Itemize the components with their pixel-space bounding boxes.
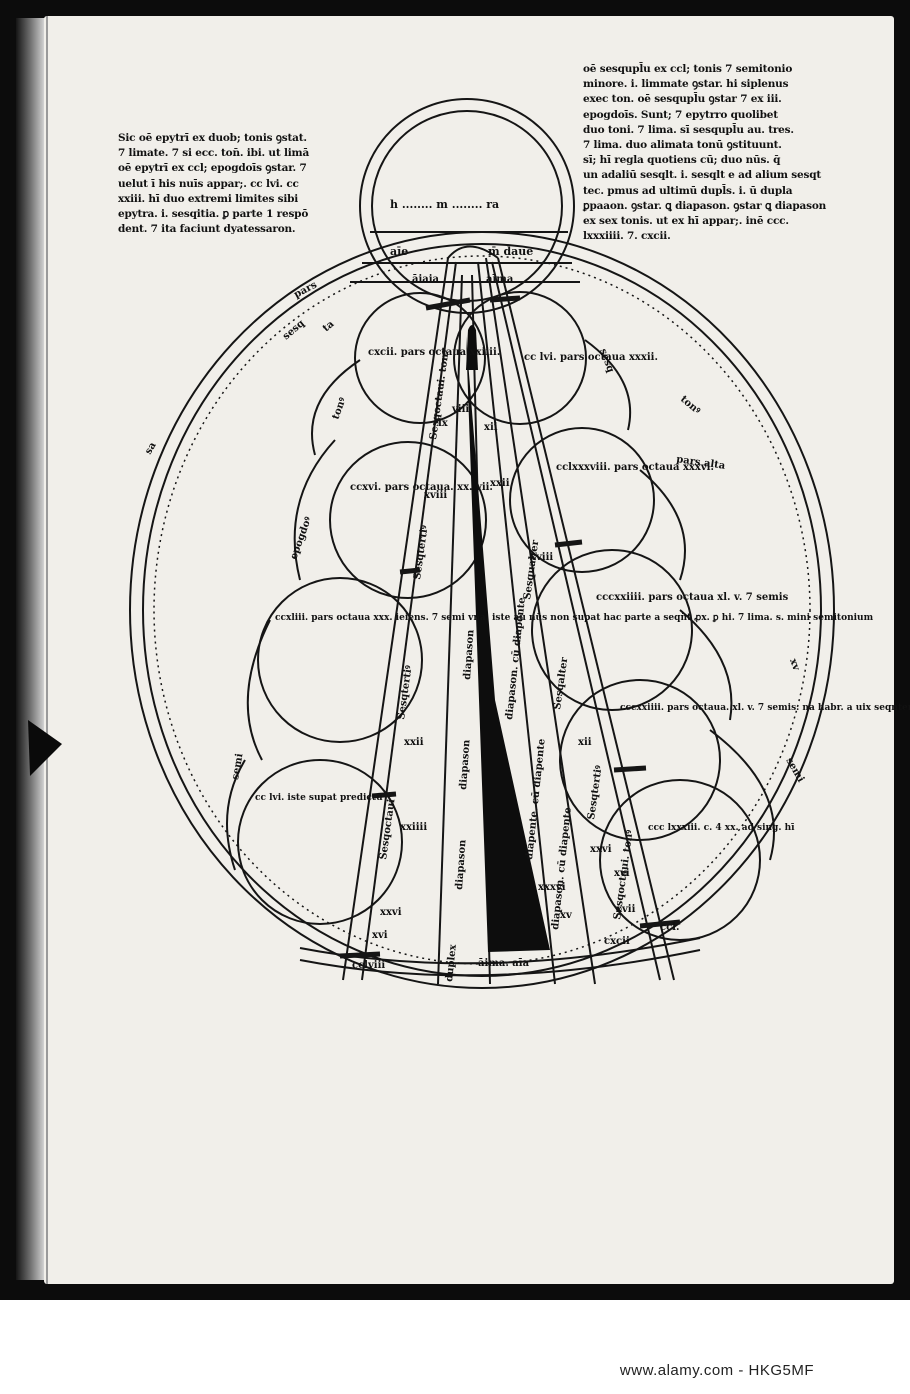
manuscript-photo: Sic oē epytrī ex duob; tonis ꝯstat. 7 li…: [0, 0, 910, 1300]
part-label-9: ccc lxxxiii. c. 4 xx. ad sing. hī: [648, 823, 795, 833]
arc-word-11: tonꝰ: [678, 394, 702, 417]
watermark-text: www.alamy.com - HKG5MF: [619, 1362, 814, 1379]
inner-left-label: āiaia: [412, 274, 440, 285]
part-label-1: cxcii. pars octaua xxiiii.: [368, 347, 500, 358]
left-gloss-text: Sic oē epytrī ex duob; tonis ꝯstat. 7 li…: [118, 132, 310, 236]
right-gloss-text: oē sesqupl̄u ex ccl; tonis 7 semitonio m…: [583, 63, 827, 243]
arc-word-6: semi: [230, 752, 245, 780]
column-label-5: Sesqualter: [522, 539, 541, 601]
arc-word-2: sesq: [281, 318, 307, 342]
arc-word-12: xv: [787, 657, 802, 673]
arc-word-4: epogdoꝰ: [288, 515, 314, 561]
bottom-left-label: duplex: [444, 943, 459, 982]
part-label-7: cc lvi. iste supat predictū: [255, 793, 383, 803]
numeral-10: xxvi: [380, 907, 402, 918]
column-label-7: Sesqtertiꝰ: [586, 765, 605, 821]
column-label-6: Sesqalter: [552, 656, 570, 710]
column-label-3: Sesqtertiꝰ: [396, 665, 415, 721]
part-label-2: cc lvi. pars octaua xxxii.: [524, 352, 658, 363]
bottom-far-right-label: ccl.: [660, 922, 679, 933]
numeral-4: xviii: [424, 490, 447, 501]
part-label-8: cccxxiiii. pars octaua. xl. v. 7 semis. …: [620, 703, 910, 713]
part-label-3: ccxvi. pars octaua. xx. vii.: [350, 482, 493, 493]
harmonic-diagram: h ........ m ........ ra aīe m̄ daue āia…: [129, 98, 910, 989]
center-label-5: diapente. cū diapente: [524, 738, 548, 860]
arc-word-3: tonꝰ: [330, 396, 348, 421]
book-gutter: [16, 18, 46, 1280]
part-label-4: cclxxxviii. pars octaua xxxvi.: [556, 462, 714, 473]
manuscript-page: [44, 16, 894, 1284]
column-label-2: Sesqtertiꝰ: [412, 525, 431, 581]
black-wedge: [466, 336, 550, 952]
center-label-1: diapason: [462, 629, 477, 681]
numeral-5: xviii: [530, 552, 553, 563]
part-label-5: ccxliii. pars octaua xxx. ieiens. 7 semi…: [275, 613, 874, 623]
anima-left-label: aīe: [390, 245, 408, 258]
numeral-6: xxii: [490, 478, 510, 489]
bottom-right-label: cxcii: [604, 936, 630, 947]
part-label-6: cccxxiiii. pars octaua xl. v. 7 semis: [596, 592, 789, 603]
numeral-8: xii: [578, 737, 592, 748]
numeral-9: xxiiii: [400, 822, 427, 833]
numeral-15: xvii: [616, 904, 636, 915]
anima-right-label: m̄ daue: [488, 245, 533, 258]
numeral-7: xxii: [404, 737, 424, 748]
center-label-3: diapason: [454, 839, 469, 891]
numeral-1: ix: [438, 418, 449, 429]
watermark-strip: [0, 1300, 910, 1390]
numeral-2: xii: [484, 422, 498, 433]
numeral-11: xxxvi: [538, 882, 566, 893]
bottom-far-left-label: cclviii: [352, 960, 385, 971]
top-label: h ........ m ........ ra: [390, 198, 499, 211]
arc-word-10: ta: [321, 318, 337, 334]
bottom-mid-label: āima. aīa: [478, 958, 530, 969]
numeral-12: xvi: [614, 868, 630, 879]
numeral-3: viii: [451, 404, 469, 415]
arc-word-9: sa: [143, 440, 159, 456]
numeral-16: xxvi: [590, 844, 612, 855]
cone-line-left-outer: [342, 257, 449, 981]
inner-right-label: aīma: [486, 274, 514, 285]
alamy-logo: [0, 1306, 108, 1390]
numeral-14: xv: [560, 910, 573, 921]
center-label-2: diapason: [458, 739, 473, 791]
numeral-13: xvi: [372, 930, 388, 941]
